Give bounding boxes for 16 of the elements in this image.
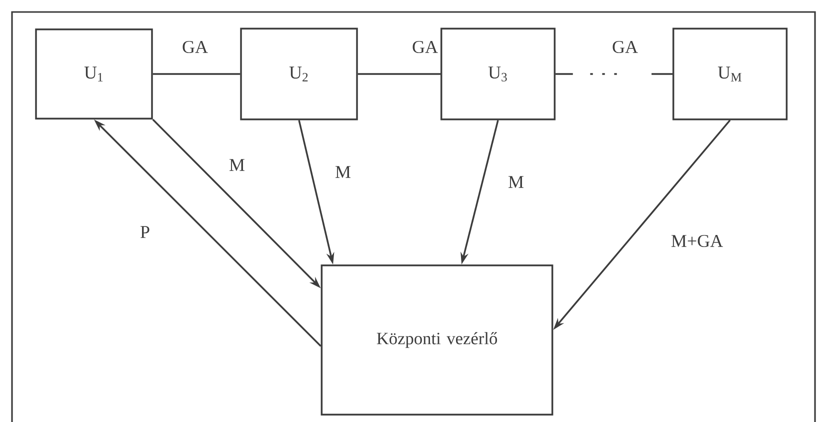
edge-label: M [506, 174, 526, 190]
edge-label: M [334, 164, 352, 180]
edge-label: M [228, 158, 246, 172]
edge-label: GA [410, 40, 440, 54]
unit-box: U$_{M}$ [672, 28, 788, 120]
edge-label: M+GA [670, 234, 724, 248]
unit-box: U$_{2}$ [240, 28, 358, 120]
unit-box: U$_{3}$ [440, 28, 556, 120]
connector-line [556, 73, 672, 75]
edge-label: P [138, 224, 152, 240]
unit-box: U$_{1}$ [35, 28, 153, 120]
connector-line [152, 73, 240, 75]
controller-box: Központi vezérlő [320, 264, 554, 416]
connector-line [358, 73, 440, 75]
edge-label: GA [180, 40, 210, 54]
edge-label: GA [610, 40, 640, 54]
